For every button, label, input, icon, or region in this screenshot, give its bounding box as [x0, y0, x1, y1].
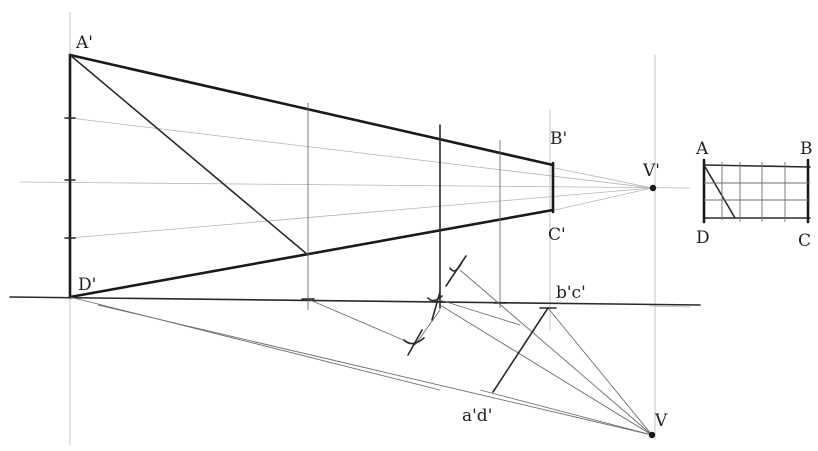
ground-line-extension: [649, 305, 691, 308]
label-d: D: [696, 228, 710, 248]
diagonal-a-to-edge: [69, 54, 309, 256]
label-a: A: [695, 139, 709, 159]
edge-a-b: [68, 53, 555, 167]
plan-line-ad-bc: [492, 307, 549, 393]
vanishing-point-v-prime: [649, 184, 657, 192]
label-a-prime: A': [75, 33, 93, 53]
plan-view: [702, 158, 811, 224]
label-d-prime: D': [78, 275, 96, 295]
construction-lines: [19, 12, 691, 445]
label-ad-prime: a'd': [462, 406, 492, 426]
arc-marks: [403, 255, 467, 356]
depth-verticals: [301, 103, 507, 310]
label-v-prime: V': [642, 161, 660, 181]
label-b: B: [800, 139, 813, 159]
label-bc-prime: b'c': [556, 283, 586, 303]
label-c-prime: C': [548, 225, 566, 245]
label-c: C: [798, 231, 811, 251]
label-v: V: [654, 411, 668, 431]
vanishing-point-v: [648, 431, 656, 439]
edge-ad: [64, 53, 76, 299]
rays-to-v: [69, 269, 653, 436]
label-b-prime: B': [550, 129, 567, 149]
edge-d-c: [68, 208, 555, 299]
ground-line: [9, 296, 701, 306]
